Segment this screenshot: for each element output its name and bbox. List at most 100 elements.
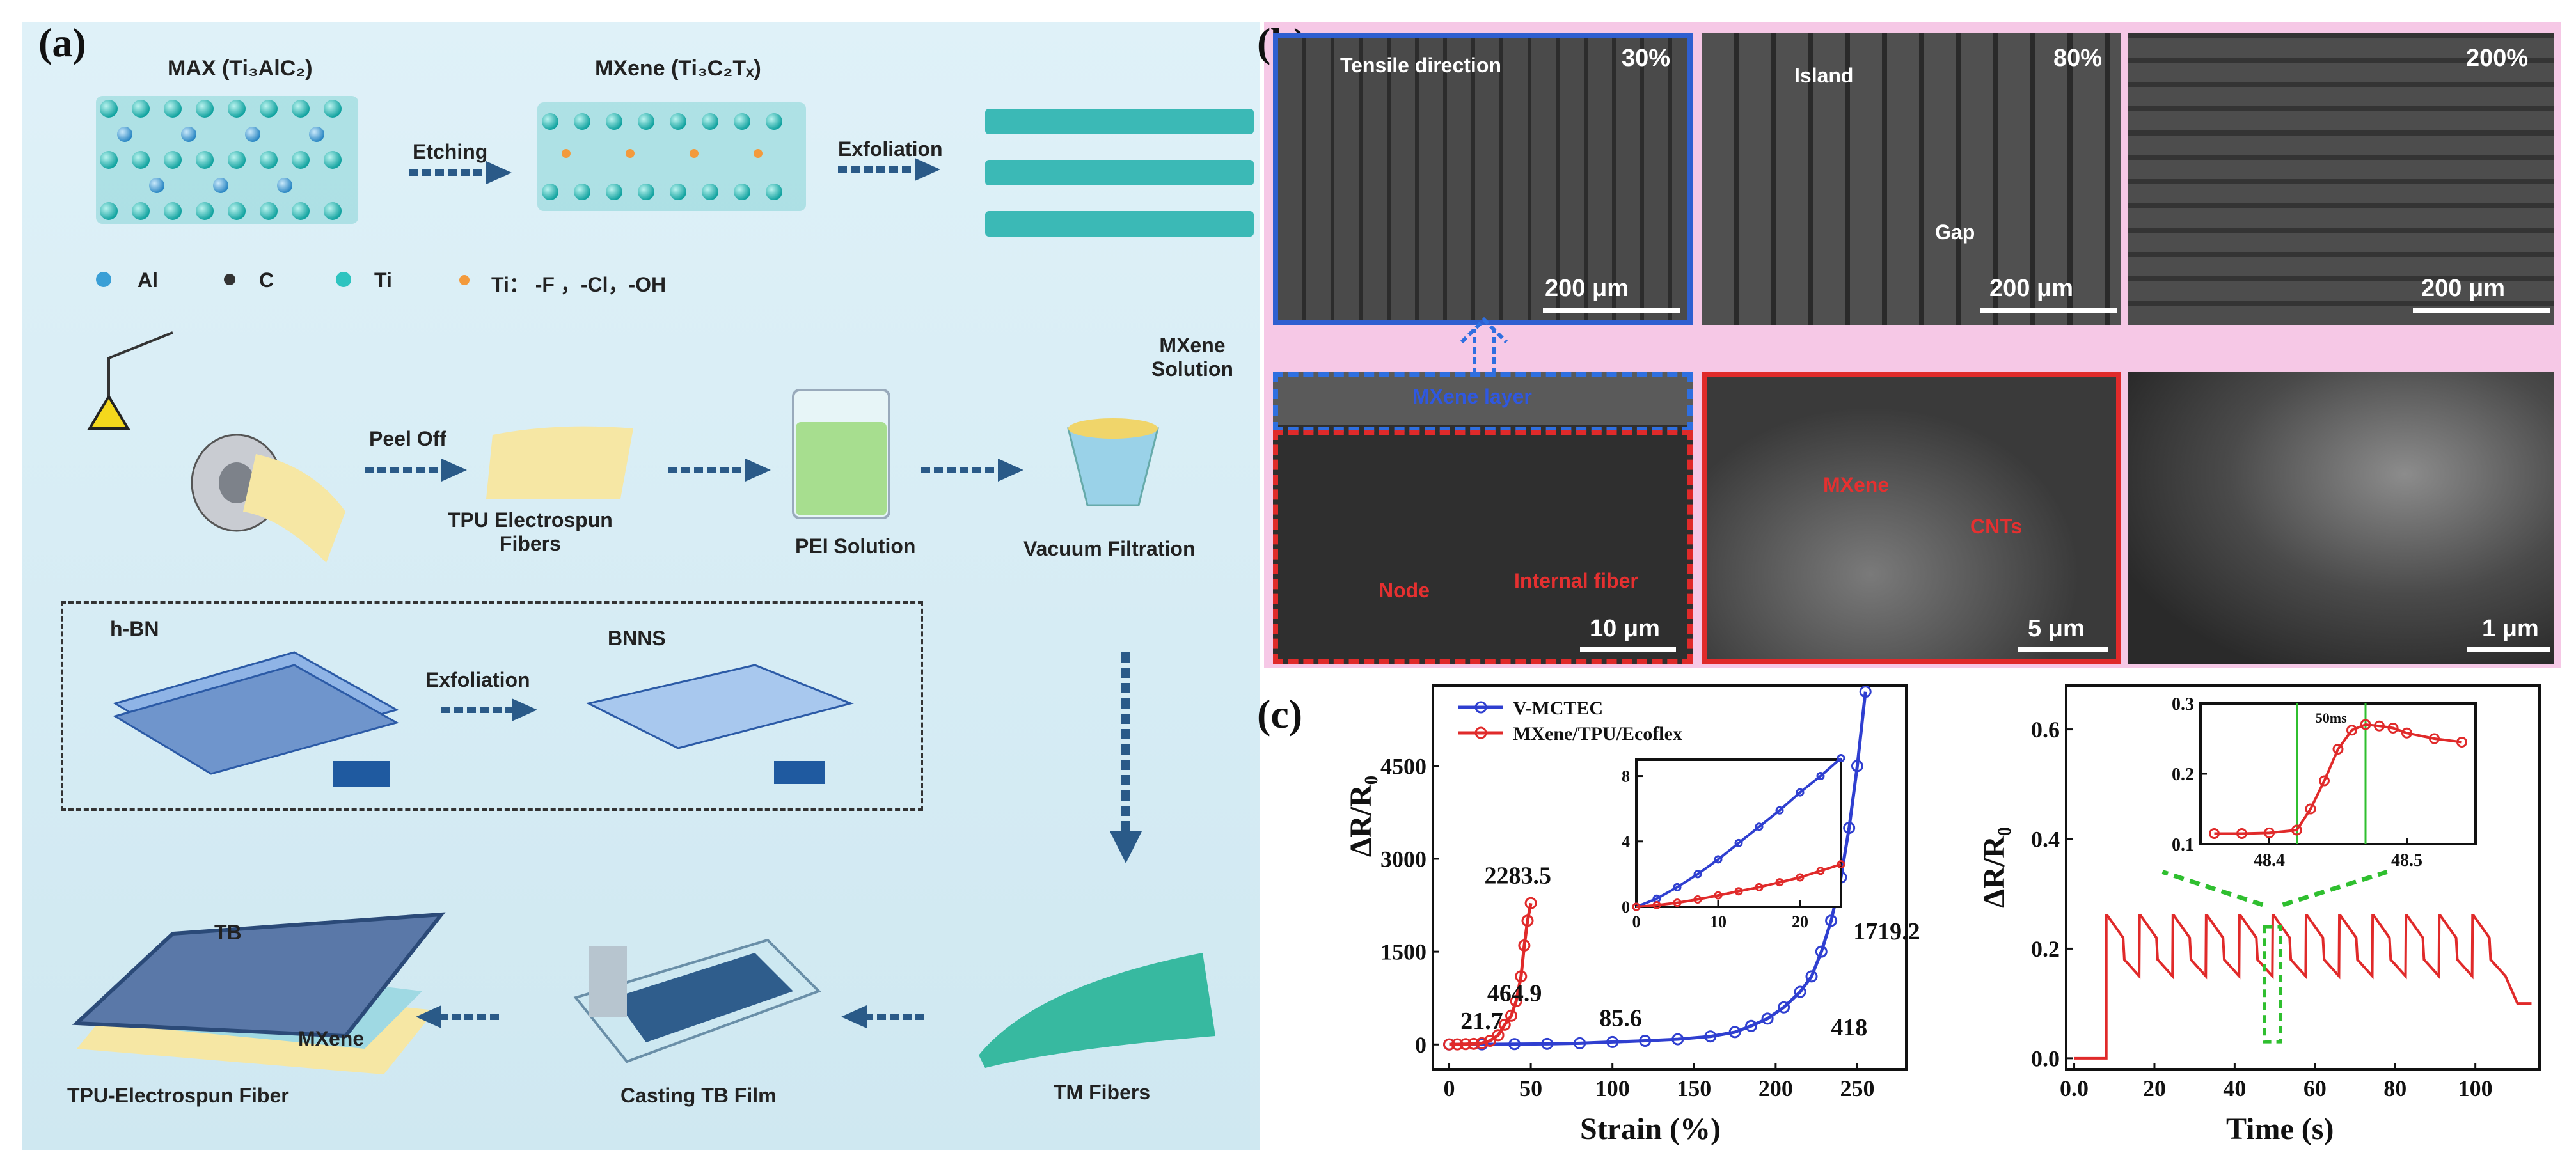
v-mctec-point <box>1825 914 1838 927</box>
legend-al: Al <box>138 269 158 292</box>
v-mctec-point <box>1745 1019 1758 1032</box>
panel-c-letter: (c) <box>1257 691 1303 737</box>
tpu-fibers-label: TPU Electrospun Fibers <box>448 508 613 555</box>
inset-point <box>1796 873 1805 882</box>
mxene-sem-label: MXene <box>1823 473 1890 496</box>
c-legend-icon <box>224 274 235 285</box>
inset-point <box>1714 891 1723 900</box>
internal-fiber-label: Internal fiber <box>1514 569 1638 592</box>
max-structure <box>96 96 358 224</box>
down-arrow <box>1110 652 1142 863</box>
tpu-fiber-sheet <box>486 426 633 499</box>
y-tick-label: 1500 <box>1380 939 1426 965</box>
scalebar-1um <box>2467 647 2550 652</box>
inset-response-point <box>2305 803 2316 815</box>
tensile-direction-label: Tensile direction <box>1340 54 1501 77</box>
legend-c: C <box>259 269 274 292</box>
y-tick-label: 0.2 <box>2031 936 2060 962</box>
v-mctec-point <box>1859 686 1872 698</box>
interval-label: 50ms <box>2316 710 2347 726</box>
x-tick-label: 48.4 <box>2254 851 2285 870</box>
ti-legend-icon <box>336 272 351 287</box>
mxene-tpu-ecoflex-point <box>1515 970 1528 983</box>
legend-label: V-MCTEC <box>1513 698 1603 719</box>
v-mctec-point <box>1851 760 1863 773</box>
inset-line <box>1636 863 1842 908</box>
legend-label: MXene/TPU/Ecoflex <box>1513 723 1682 744</box>
mxene-tpu-ecoflex-point <box>1459 1038 1472 1051</box>
inset-point <box>1775 806 1784 815</box>
x-tick-label: 100 <box>2458 1076 2493 1101</box>
v-mctec-point <box>1704 1030 1717 1043</box>
v-mctec-point <box>1815 945 1828 958</box>
x-tick-label: 200 <box>1758 1076 1793 1101</box>
inset-point <box>1755 883 1764 891</box>
x-tick-label: 250 <box>1840 1076 1874 1101</box>
scalebar-80 <box>1980 308 2117 313</box>
v-mctec-point <box>1639 1034 1652 1047</box>
inset-point <box>1693 895 1702 904</box>
bottom-row <box>72 912 1215 1074</box>
panel-a-letter: (a) <box>38 20 86 65</box>
inset-response-point <box>2387 723 2399 734</box>
y-tick-label: 0.2 <box>2172 765 2194 785</box>
x-tick-label: 48.5 <box>2391 851 2422 870</box>
x-tick-label: 80 <box>2383 1076 2406 1101</box>
scalebar-200 <box>2413 308 2550 313</box>
data-annotation: 1719.2 <box>1853 918 1920 945</box>
al-legend-icon <box>96 272 111 287</box>
inset-point <box>1673 898 1682 907</box>
inset-point <box>1632 902 1641 911</box>
plot-frame <box>2199 702 2477 845</box>
mxene-layer-sem-label: MXene layer <box>1412 385 1532 408</box>
v-mctec-point <box>1778 1001 1790 1014</box>
x-tick-label: 100 <box>1595 1076 1630 1101</box>
y-tick-label: 4 <box>1622 833 1630 851</box>
v-mctec-point <box>1805 970 1818 983</box>
data-annotation: 85.6 <box>1599 1005 1642 1032</box>
inset-response-point <box>2332 744 2344 755</box>
mxene-solution-label: MXene Solution <box>1151 334 1233 381</box>
sem-cross-section-image <box>1273 372 1693 664</box>
scalebar-10um <box>1580 647 1676 652</box>
legend-marker <box>1474 726 1487 739</box>
exfoliated-sheets <box>985 109 1254 237</box>
scale-80-label: 200 μm <box>1989 275 2073 302</box>
strain-200-label: 200% <box>2466 45 2529 72</box>
v-mctec-point <box>1671 1033 1684 1046</box>
inset-point <box>1816 867 1825 875</box>
zoom-up-arrows <box>1460 317 1508 374</box>
inset-response-point <box>2291 824 2302 836</box>
chart2-xlabel: Time (s) <box>2226 1112 2334 1146</box>
x-tick-label: 50 <box>1519 1076 1542 1101</box>
high-voltage-icon <box>87 394 130 430</box>
inset-response-point <box>2264 827 2275 838</box>
sem-80-image <box>1702 33 2121 325</box>
sem-high-mag-image <box>2128 372 2554 664</box>
peel-off-label: Peel Off <box>369 427 446 450</box>
sem-mxene-cnt-image <box>1702 372 2121 664</box>
plot-frame <box>1635 758 1842 908</box>
inset-point <box>1837 753 1845 762</box>
y-tick-label: 0.3 <box>2172 694 2194 714</box>
data-annotation: 2283.5 <box>1484 863 1551 890</box>
inset-point <box>1755 822 1764 831</box>
pei-solution-label: PEI Solution <box>795 535 916 558</box>
vacuum-filter-funnel <box>1067 427 1159 506</box>
inset-response-point <box>2456 737 2467 748</box>
scale-200-label: 200 μm <box>2421 275 2505 302</box>
mxene-tpu-ecoflex-point <box>1492 1029 1505 1042</box>
bnns-sheet <box>585 664 854 749</box>
fiber-sheet-drum <box>243 454 345 563</box>
sem-30-image <box>1273 33 1693 325</box>
v-mctec-point <box>1761 1012 1774 1025</box>
tpu-electrospun-fiber-label: TPU-Electrospun Fiber <box>67 1084 289 1107</box>
legend-ti: Ti <box>374 269 392 292</box>
mxene-tpu-ecoflex-point <box>1483 1034 1496 1047</box>
strain-80-label: 80% <box>2053 45 2103 72</box>
scale-10um-label: 10 μm <box>1590 615 1660 642</box>
inset-response-point <box>2360 719 2371 730</box>
v-mctec-point <box>1541 1037 1554 1050</box>
inset-line <box>1636 757 1842 908</box>
